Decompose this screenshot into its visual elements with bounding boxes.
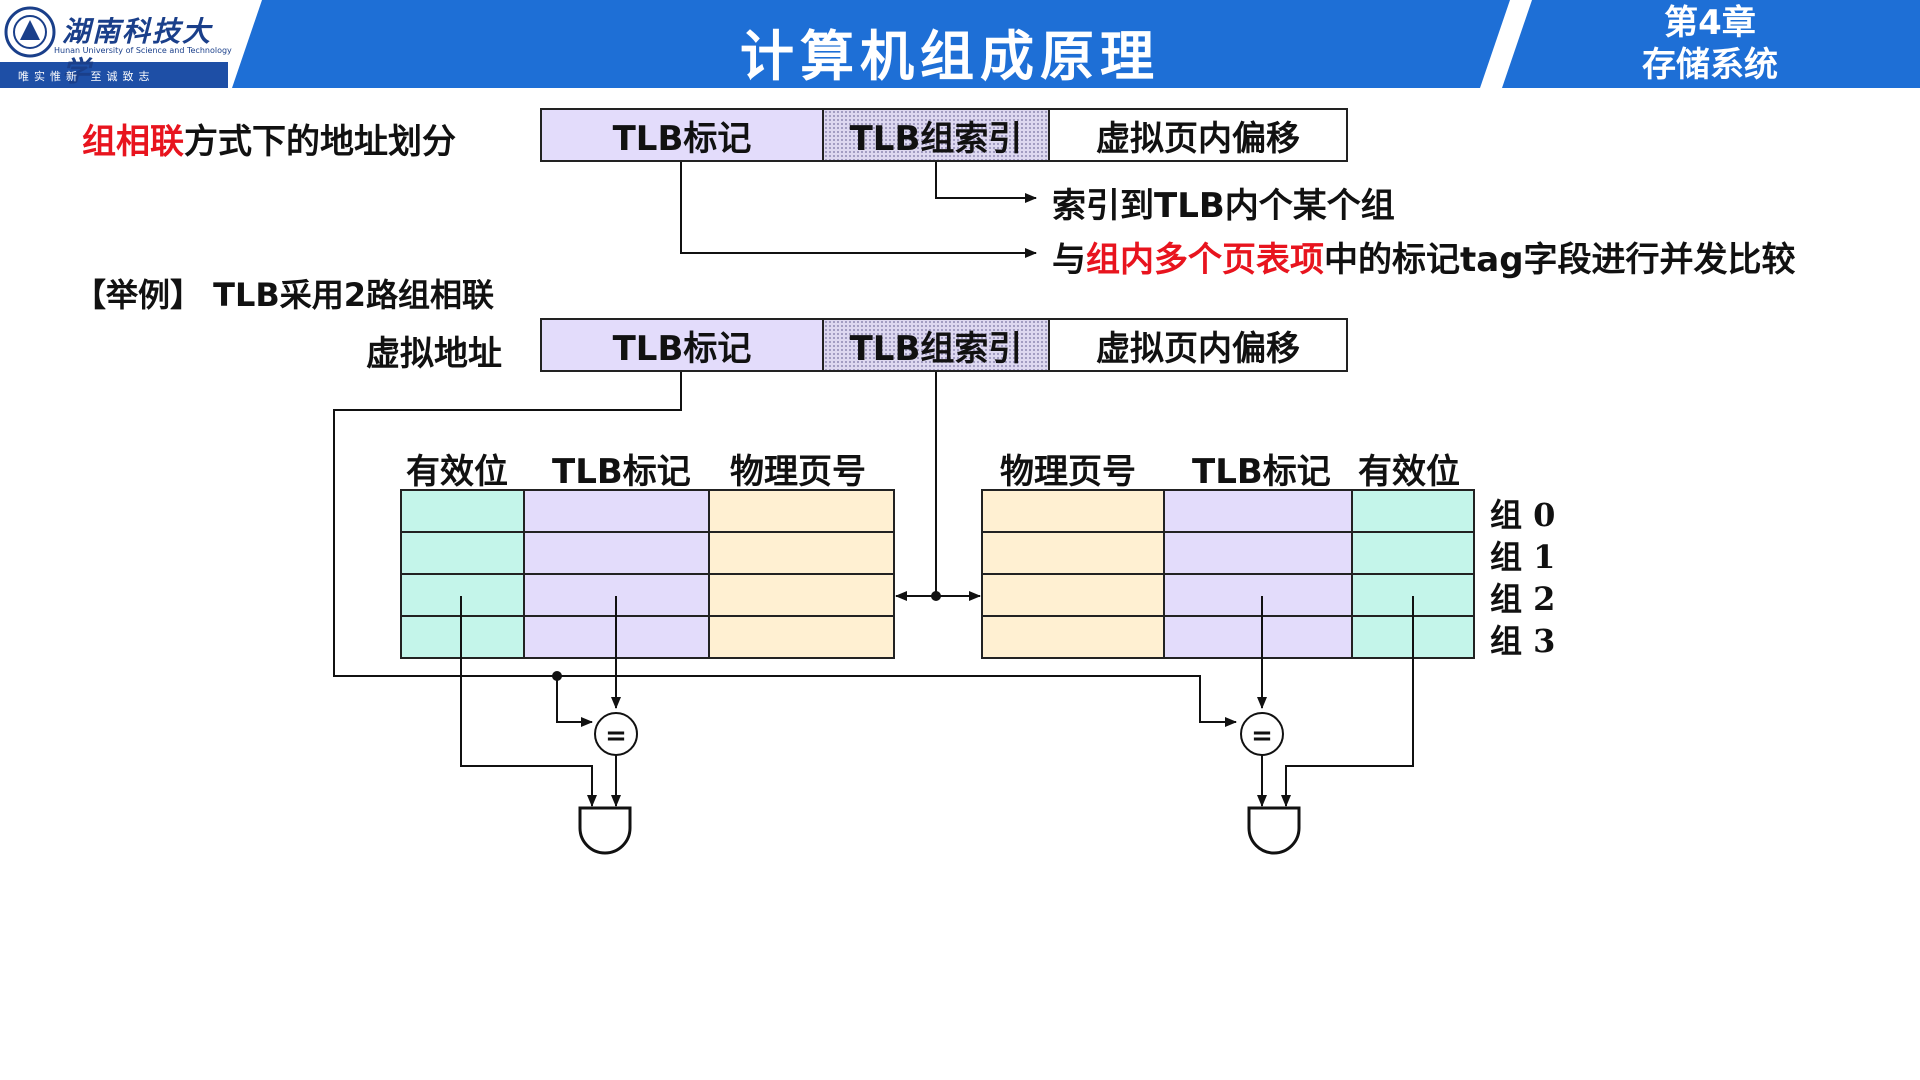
virtual-address-label: 虚拟地址 — [366, 334, 502, 374]
arrow-index-to-group — [935, 162, 1037, 203]
chapter-label: 第4章 存储系统 — [1590, 2, 1830, 86]
right-way-table — [981, 489, 1475, 659]
group-label-3: 组 3 — [1490, 622, 1556, 660]
chapter-number: 第4章 — [1664, 3, 1756, 43]
field-tlb-index: TLB组索引 — [822, 108, 1050, 162]
right-and-gate — [1247, 806, 1301, 855]
left-header-ppn: 物理页号 — [730, 452, 866, 492]
index-junction — [931, 591, 941, 601]
left-header-tag: TLB标记 — [552, 452, 691, 492]
arrow-tag-compare — [680, 162, 1037, 258]
left-and-gate — [578, 806, 632, 855]
left-comparator-symbol: = — [605, 721, 627, 751]
example-label: 【举例】 TLB采用2路组相联 — [74, 276, 495, 314]
right-comparator: = — [1240, 712, 1284, 756]
left-header-valid: 有效位 — [406, 452, 508, 492]
field-tlb-tag: TLB标记 — [540, 108, 824, 162]
chapter-name: 存储系统 — [1642, 45, 1778, 85]
partition-heading-rest: 方式下的地址划分 — [184, 122, 456, 162]
va-field-page-offset: 虚拟页内偏移 — [1048, 318, 1348, 372]
tag-bus — [333, 372, 1237, 727]
note-compare-highlight: 组内多个页表项 — [1086, 240, 1324, 280]
right-header-valid: 有效位 — [1358, 452, 1460, 492]
page-title: 计算机组成原理 — [740, 25, 1160, 88]
partition-heading-highlight: 组相联 — [82, 122, 184, 162]
partition-heading: 组相联方式下的地址划分 — [82, 114, 456, 163]
field-page-offset: 虚拟页内偏移 — [1048, 108, 1348, 162]
header-bar: 湖南科技大学 Hunan University of Science and T… — [0, 0, 1920, 88]
left-way-table — [400, 489, 895, 659]
note-compare-post: 中的标记tag字段进行并发比较 — [1324, 240, 1796, 280]
note-compare: 与组内多个页表项中的标记tag字段进行并发比较 — [1052, 232, 1796, 281]
note-compare-pre: 与 — [1052, 240, 1086, 280]
right-header-ppn: 物理页号 — [1000, 452, 1136, 492]
group-label-1: 组 1 — [1490, 538, 1556, 576]
note-index: 索引到TLB内个某个组 — [1052, 186, 1395, 226]
right-valid-line — [1281, 596, 1414, 807]
university-name: 湖南科技大学 — [62, 15, 213, 88]
tag-to-left-comparator — [556, 676, 593, 727]
group-label-2: 组 2 — [1490, 580, 1556, 618]
left-valid-line — [460, 596, 597, 807]
university-name-en: Hunan University of Science and Technolo… — [54, 46, 232, 55]
university-motto: 唯实惟新 至诚致志 — [18, 70, 155, 83]
left-comparator: = — [594, 712, 638, 756]
header-background — [0, 0, 1920, 88]
va-field-tlb-index: TLB组索引 — [822, 318, 1050, 372]
group-label-0: 组 0 — [1490, 496, 1556, 534]
right-comparator-symbol: = — [1251, 721, 1273, 751]
right-header-tag: TLB标记 — [1192, 452, 1331, 492]
university-logo: 湖南科技大学 Hunan University of Science and T… — [0, 0, 240, 88]
